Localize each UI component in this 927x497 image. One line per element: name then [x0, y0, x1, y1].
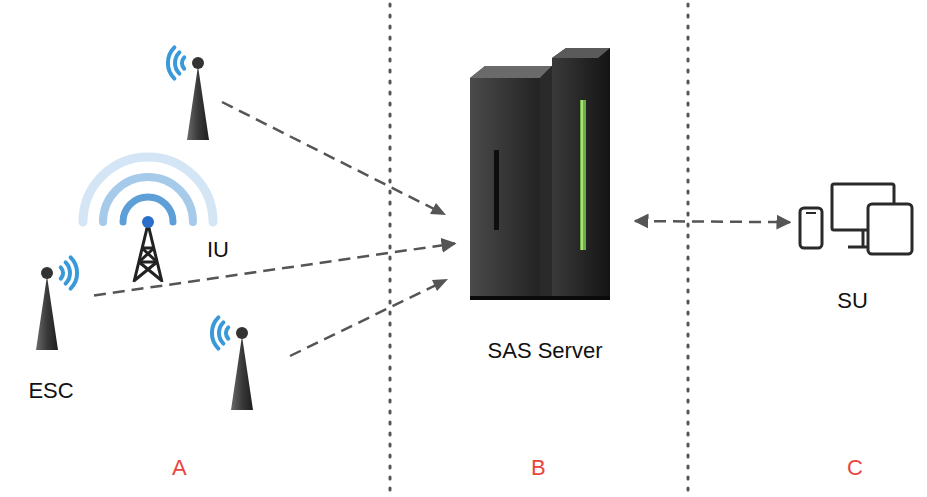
node-text: SU	[837, 288, 868, 313]
server-icon	[470, 48, 610, 300]
node-text: IU	[207, 237, 229, 262]
node-text: SAS Server	[488, 338, 603, 363]
dashed-arrow	[222, 102, 436, 210]
arrowhead	[430, 203, 446, 215]
region-letter: C	[847, 455, 863, 480]
device-icon	[800, 184, 912, 254]
separator	[687, 4, 690, 495]
server-node: SAS Server	[455, 45, 635, 365]
node-text: ESC	[28, 378, 73, 403]
sensor-antenna	[168, 47, 209, 140]
node-label: IU	[193, 228, 243, 264]
sensor-antenna	[36, 257, 77, 350]
region-letter: A	[172, 455, 187, 480]
separator	[389, 4, 392, 495]
dashed-arrow	[290, 284, 438, 356]
dashed-arrow	[635, 221, 790, 222]
dashed-arrow	[94, 243, 455, 295]
sensor-antenna	[212, 317, 253, 410]
sensor-node: ESC	[8, 255, 94, 405]
device-node: SU	[790, 170, 915, 315]
arrowhead	[432, 279, 448, 291]
region-letter: B	[531, 455, 546, 480]
incumbent-tower	[83, 157, 213, 282]
